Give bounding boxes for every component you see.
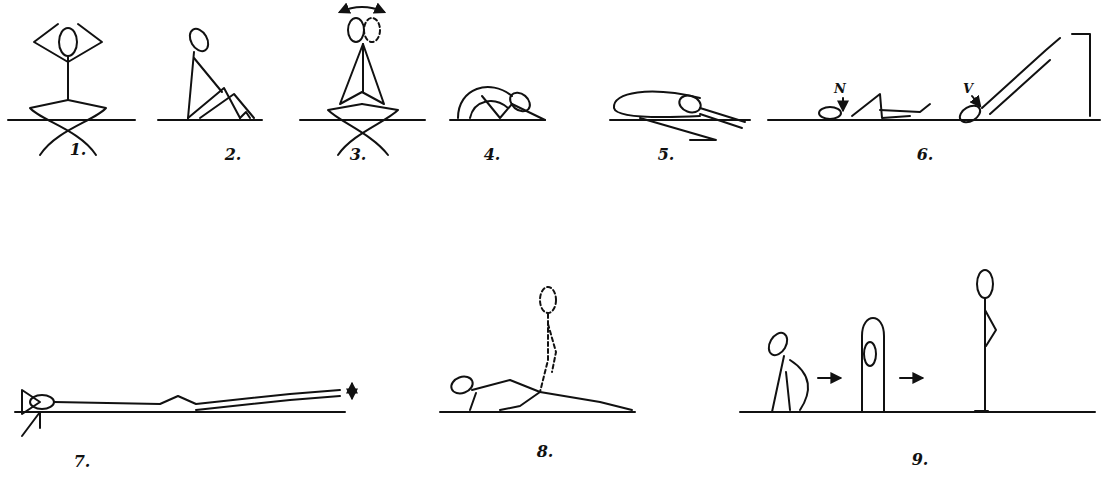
figure-number: 1. [70,142,87,158]
figure-number: 9. [912,452,929,468]
figure-number: 4. [484,147,501,163]
figure-number: 3. [350,147,367,163]
position-label: N [834,82,846,95]
figure-number: 5. [658,147,675,163]
figure-number: 8. [537,444,554,460]
position-label: V [963,82,973,95]
figure-number: 6. [917,147,934,163]
figure-number: 2. [225,147,242,163]
figure-number: 7. [74,454,91,470]
